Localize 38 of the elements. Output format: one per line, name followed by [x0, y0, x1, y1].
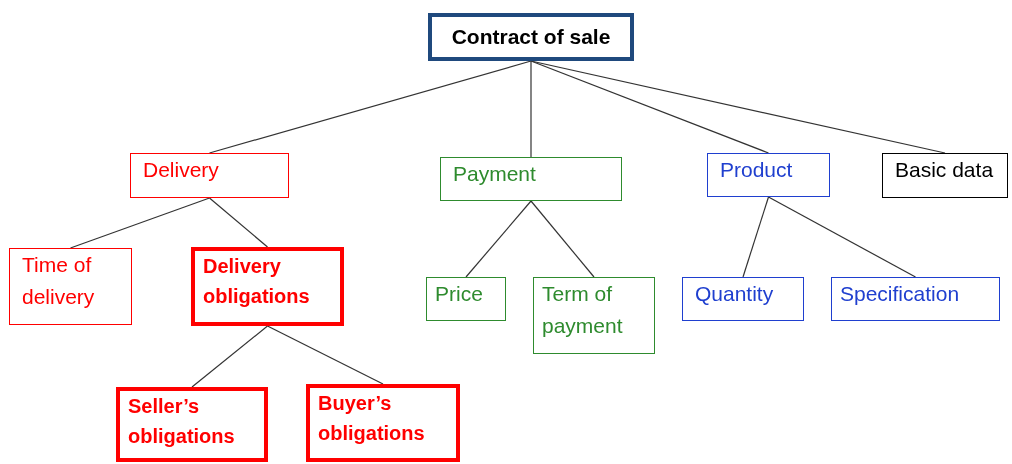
node-label: Product: [720, 157, 793, 183]
node-box: [191, 247, 344, 326]
node-box: [428, 13, 634, 61]
connector-line: [530, 60, 532, 158]
node-label: Price: [435, 281, 483, 307]
connector-line: [530, 200, 595, 278]
node-label: Basic data: [895, 157, 994, 183]
node-label: Delivery: [143, 157, 219, 183]
node-label: Buyer’s obligations: [318, 391, 426, 446]
connector-line: [530, 60, 770, 154]
node-box: [533, 277, 655, 354]
node-box: [882, 153, 1008, 198]
node-label: Payment: [453, 161, 536, 187]
node-box: [306, 384, 460, 462]
node-label: Contract of sale: [451, 24, 611, 51]
connector-line: [742, 196, 770, 278]
connector-line: [266, 325, 384, 385]
node-label: Time of delivery: [22, 252, 96, 310]
connector-line: [191, 325, 269, 388]
node-box: [440, 157, 622, 201]
node-label: Delivery obligations: [203, 254, 311, 309]
node-label: Quantity: [695, 281, 774, 307]
node-box: [9, 248, 132, 325]
connector-line: [208, 60, 532, 154]
node-box: [831, 277, 1000, 321]
node-label: Specification: [840, 281, 960, 307]
connector-line: [767, 196, 917, 278]
node-box: [707, 153, 830, 197]
connector-line: [530, 60, 946, 154]
connector-line: [69, 197, 211, 249]
node-box: [130, 153, 289, 198]
node-box: [426, 277, 506, 321]
node-label: Seller’s obligations: [128, 394, 236, 449]
node-box: [682, 277, 804, 321]
node-label: Term of payment: [542, 281, 624, 339]
connector-line: [465, 200, 532, 278]
connector-line: [208, 197, 269, 248]
node-box: [116, 387, 268, 462]
